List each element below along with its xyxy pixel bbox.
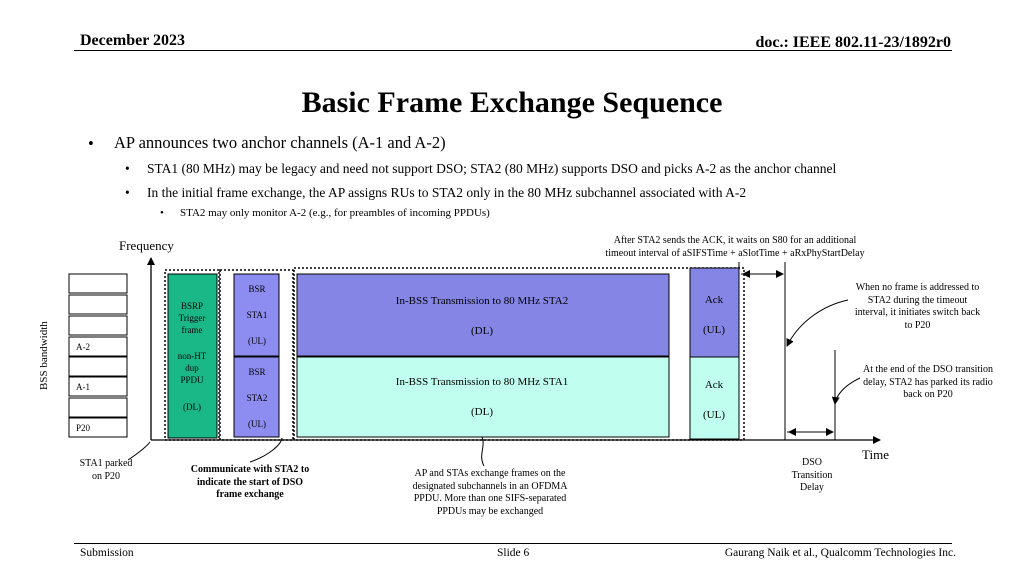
frequency-label: Frequency bbox=[119, 238, 174, 253]
svg-text:frame: frame bbox=[182, 325, 203, 335]
bullet-l2a: STA1 (80 MHz) may be legacy and need not… bbox=[147, 161, 837, 176]
svg-text:In-BSS Transmission to 80 MHz: In-BSS Transmission to 80 MHz STA2 bbox=[396, 295, 568, 307]
svg-text:(DL): (DL) bbox=[471, 406, 493, 418]
header-date: December 2023 bbox=[80, 32, 185, 49]
ack-sta1-block bbox=[689, 356, 740, 440]
bullet-l2b: In the initial frame exchange, the AP as… bbox=[147, 185, 747, 200]
footer-rule bbox=[74, 543, 952, 544]
ofdma-callout bbox=[481, 436, 485, 467]
svg-text:PPDU: PPDU bbox=[180, 375, 204, 385]
footer-right: Gaurang Naik et al., Qualcomm Technologi… bbox=[724, 547, 956, 559]
footer-center: Slide 6 bbox=[497, 547, 530, 559]
svg-text:(DL): (DL) bbox=[183, 402, 201, 412]
svg-text:(UL): (UL) bbox=[703, 409, 725, 421]
dl-outline bbox=[293, 267, 745, 441]
header-doc: doc.: IEEE 802.11-23/1892r0 bbox=[755, 34, 951, 51]
footer-left: Submission bbox=[80, 547, 134, 559]
annotation-top: After STA2 sends the ACK, it waits on S8… bbox=[605, 235, 865, 259]
bsr-sta1-block bbox=[233, 273, 280, 357]
bullet-l3: STA2 may only monitor A-2 (e.g., for pre… bbox=[180, 207, 490, 219]
bullet-marker-2b: • bbox=[125, 185, 130, 200]
svg-text:STA2: STA2 bbox=[247, 393, 268, 403]
dso-end-callout bbox=[831, 377, 861, 405]
svg-text:(DL): (DL) bbox=[471, 325, 493, 337]
svg-text:Ack: Ack bbox=[705, 379, 724, 391]
bullet-marker-1: • bbox=[88, 134, 94, 153]
svg-text:Ack: Ack bbox=[705, 294, 724, 306]
svg-text:(UL): (UL) bbox=[248, 336, 266, 346]
bss-bandwidth-label: BSS bandwidth bbox=[38, 321, 50, 390]
timeout-callout bbox=[786, 299, 849, 347]
svg-text:(UL): (UL) bbox=[703, 324, 725, 336]
sta1-parked-callout bbox=[127, 441, 151, 461]
header-rule bbox=[74, 50, 952, 51]
svg-text:BSR: BSR bbox=[248, 367, 265, 377]
svg-text:(UL): (UL) bbox=[248, 419, 266, 429]
bullet-marker-2a: • bbox=[125, 161, 130, 176]
bullet-marker-3: • bbox=[160, 207, 164, 219]
channel-a1 bbox=[68, 376, 128, 397]
svg-text:Trigger: Trigger bbox=[179, 313, 206, 323]
time-label: Time bbox=[862, 447, 889, 462]
bsrp-trigger-block bbox=[167, 273, 218, 439]
svg-text:In-BSS Transmission to 80 MHz: In-BSS Transmission to 80 MHz STA1 bbox=[396, 376, 568, 388]
page-title: Basic Frame Exchange Sequence bbox=[301, 86, 723, 119]
dl-sta2-block bbox=[296, 273, 670, 357]
dl-sta1-block bbox=[296, 356, 670, 438]
svg-text:STA1: STA1 bbox=[247, 310, 268, 320]
channel-stack bbox=[68, 273, 128, 438]
channel-p20 bbox=[68, 417, 128, 438]
svg-text:BSRP: BSRP bbox=[181, 301, 203, 311]
channel-a2 bbox=[68, 336, 128, 357]
bullet-l1: AP announces two anchor channels (A-1 an… bbox=[114, 133, 446, 152]
ack-sta2-block bbox=[689, 267, 740, 358]
channel-label-a2: A-2 bbox=[76, 342, 90, 352]
svg-text:dup: dup bbox=[185, 363, 199, 373]
svg-text:non-HT: non-HT bbox=[178, 351, 207, 361]
bsr-sta2-block bbox=[233, 356, 280, 438]
communicate-callout bbox=[249, 437, 283, 463]
bsr-outline bbox=[219, 269, 294, 441]
channel-label-a1: A-1 bbox=[76, 382, 90, 392]
channel-label-p20: P20 bbox=[76, 423, 91, 433]
svg-text:BSR: BSR bbox=[248, 284, 265, 294]
